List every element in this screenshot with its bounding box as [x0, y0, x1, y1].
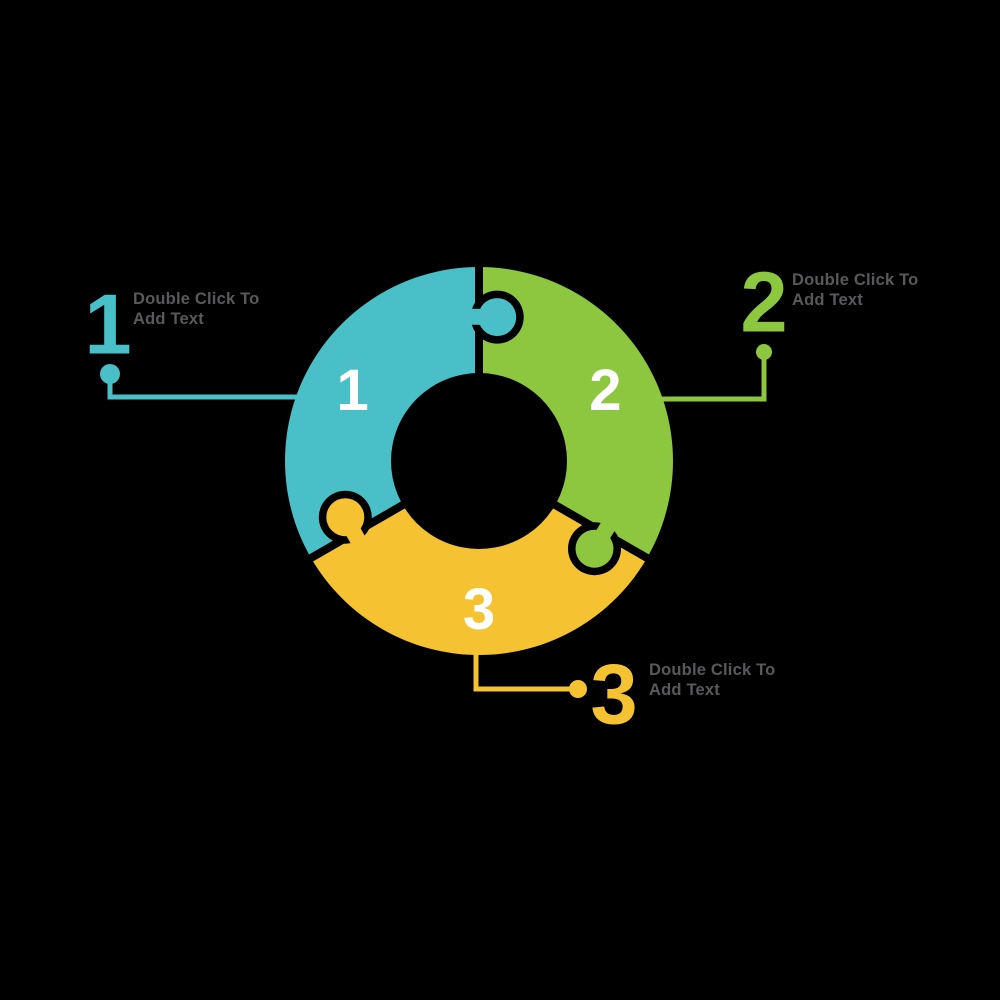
segment-3-number[interactable]: 3: [463, 577, 495, 642]
callout-1-connector: [107, 373, 297, 400]
callout-1-number[interactable]: 1: [84, 277, 132, 373]
placeholder-line-2: Add Text: [649, 680, 720, 699]
callout-3-placeholder[interactable]: Double Click To Add Text: [649, 661, 775, 700]
callout-2-number[interactable]: 2: [740, 255, 788, 351]
callout-2-connector: [661, 352, 767, 402]
callout-1-dot: [100, 364, 120, 384]
callout-3-connector: [473, 650, 578, 692]
callout-2-dot: [756, 344, 772, 360]
puzzle-knob-3: [326, 498, 365, 537]
callout-3-number[interactable]: 3: [590, 647, 638, 743]
segment-1-number[interactable]: 1: [336, 358, 368, 423]
callout-1-placeholder[interactable]: Double Click To Add Text: [133, 290, 259, 329]
puzzle-knob-1: [478, 298, 517, 337]
segment-divider-3: [300, 457, 481, 567]
placeholder-line-1: Double Click To: [133, 290, 260, 308]
callout-2-placeholder[interactable]: Double Click To Add Text: [792, 271, 918, 310]
segment-2-number[interactable]: 2: [589, 358, 621, 423]
placeholder-line-2: Add Text: [792, 290, 863, 309]
placeholder-line-1: Double Click To: [792, 271, 919, 289]
callout-3-dot: [569, 680, 587, 698]
placeholder-line-1: Double Click To: [649, 661, 776, 679]
placeholder-line-2: Add Text: [133, 309, 204, 328]
segment-divider-2: [477, 457, 658, 567]
puzzle-knob-2: [575, 529, 614, 568]
segment-3-wedge[interactable]: [311, 461, 647, 655]
